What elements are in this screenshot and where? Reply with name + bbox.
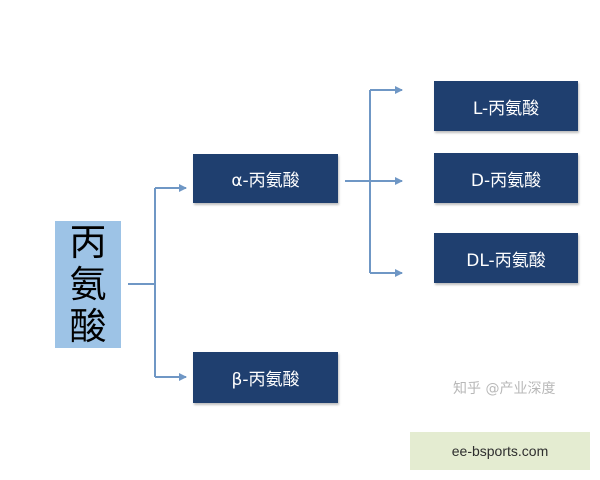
watermark: 知乎 @产业深度: [453, 381, 556, 397]
node-beta-alanine-label: β-丙氨酸: [231, 370, 300, 390]
root-node-alanine: 丙 氨 酸: [55, 221, 121, 348]
node-alpha-alanine: α-丙氨酸: [193, 154, 338, 203]
root-char-3: 酸: [69, 304, 107, 348]
node-alpha-alanine-label: α-丙氨酸: [231, 171, 300, 191]
node-dl-alanine-label: DL-丙氨酸: [466, 250, 546, 271]
root-char-2: 氨: [69, 262, 107, 306]
node-d-alanine: D-丙氨酸: [434, 153, 578, 203]
node-beta-alanine: β-丙氨酸: [193, 352, 338, 403]
node-l-alanine: L-丙氨酸: [434, 81, 578, 131]
node-d-alanine-label: D-丙氨酸: [470, 170, 542, 191]
root-char-1: 丙: [69, 220, 107, 264]
node-dl-alanine: DL-丙氨酸: [434, 233, 578, 283]
node-l-alanine-label: L-丙氨酸: [472, 98, 540, 119]
footer-site-tag: ee-bsports.com: [410, 432, 590, 470]
